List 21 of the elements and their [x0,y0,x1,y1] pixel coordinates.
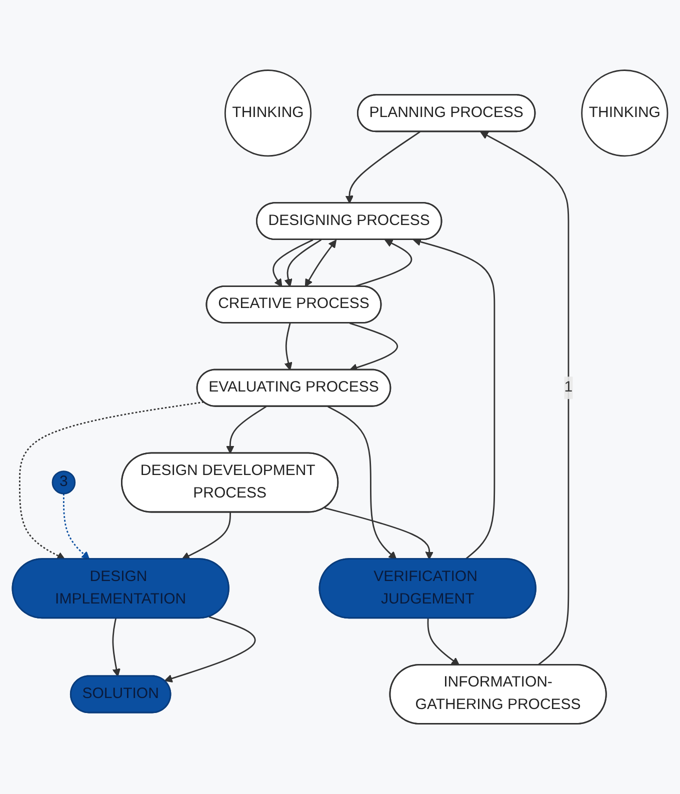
arrow [354,239,412,288]
arrow [182,512,231,560]
arrow [226,406,267,454]
arrow [324,507,434,560]
arrow [328,406,397,560]
node-circle: THINKING [224,70,312,157]
node-circle: THINKING [581,70,668,157]
arrow [304,240,337,288]
arrow [272,239,314,288]
edge-label: 1 [564,379,573,396]
arrow [284,323,292,370]
arrow [112,618,120,677]
arrow [480,131,570,666]
arrow [18,401,204,560]
arrow [345,131,420,204]
arrow [412,238,496,560]
arrow [62,494,90,560]
arrow [164,616,256,682]
node-circle: 3 [52,470,76,494]
arrow [284,239,322,288]
arrow [427,618,460,666]
